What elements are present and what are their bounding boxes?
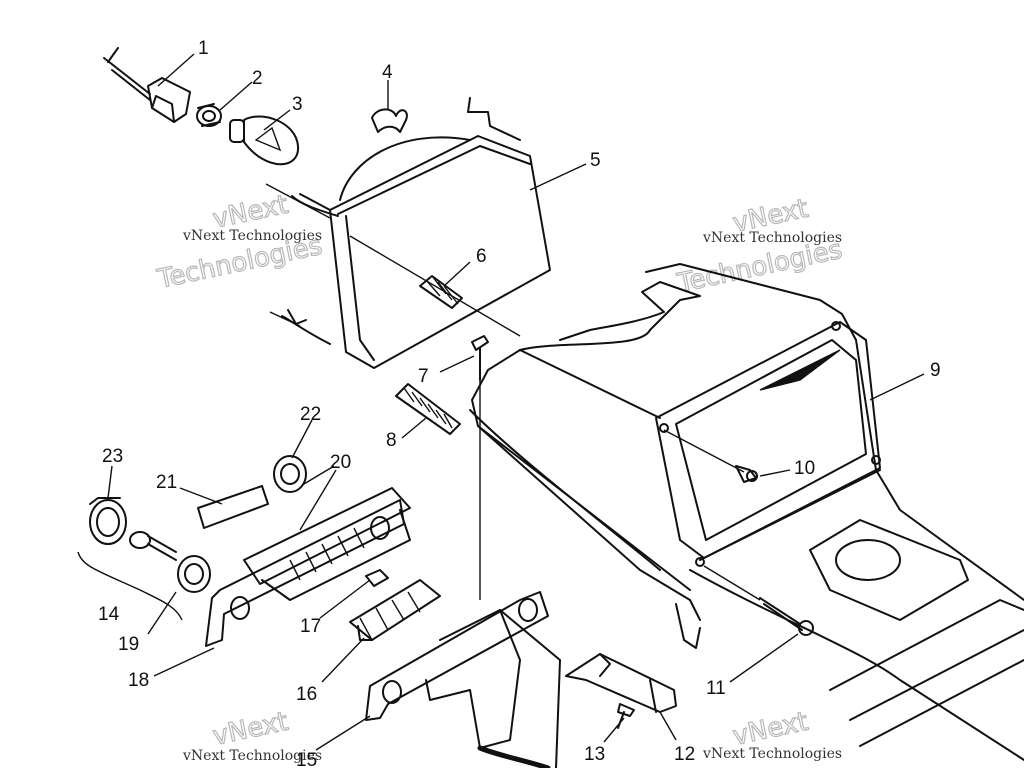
- part-20-switch-plate: [243, 487, 411, 601]
- part-19-ignition-switch: [177, 555, 211, 593]
- watermark-small: vNext Technologies: [182, 748, 322, 764]
- callout-2: 2: [252, 68, 263, 89]
- callout-6: 6: [476, 246, 487, 267]
- callout-21: 21: [156, 472, 177, 493]
- part-5-headlight-housing: [265, 97, 551, 369]
- part-1-wire-socket: [103, 47, 191, 123]
- part-15-bracket: [365, 591, 561, 771]
- callout-17: 17: [300, 616, 321, 637]
- part-8-grommet-strip: [395, 383, 461, 435]
- watermark-small: vNext Technologies: [702, 746, 842, 762]
- leader-lines: [107, 53, 925, 751]
- callout-8: 8: [386, 430, 397, 451]
- watermark-bottom-right: vNext vNext Technologies: [702, 706, 842, 762]
- callout-13: 13: [584, 744, 605, 765]
- callout-labels: 1 2 3 4 5 6 7 8 9 10 11 12 13 14 15 16 1…: [98, 38, 941, 771]
- part-key: [129, 531, 177, 561]
- part-17-pin: [365, 569, 389, 587]
- watermark-top-left: vNext Technologies vNext Technologies: [154, 189, 326, 296]
- callout-10: 10: [794, 458, 815, 479]
- part-10-screw: [663, 429, 758, 483]
- part-23-cap: [89, 497, 127, 545]
- callout-23: 23: [102, 446, 123, 467]
- part-14-group-brace: [77, 551, 183, 621]
- callout-7: 7: [418, 366, 429, 387]
- part-22-nut-ring: [273, 455, 307, 493]
- callout-20: 20: [330, 452, 351, 473]
- part-4-spring-clip: [371, 108, 408, 133]
- part-16-switch-block: [349, 579, 441, 641]
- callout-18: 18: [128, 670, 149, 691]
- part-11-screw: [703, 565, 814, 636]
- callout-1: 1: [198, 38, 209, 59]
- part-21-label: [197, 485, 269, 529]
- assembly-guide-line: [349, 235, 521, 337]
- callout-16: 16: [296, 684, 317, 705]
- part-12-connector: [565, 653, 677, 713]
- callout-12: 12: [674, 744, 695, 765]
- watermark-top-right: vNext Technologies vNext Technologies: [674, 193, 846, 300]
- watermark-small: vNext Technologies: [182, 228, 322, 244]
- watermark-small: vNext Technologies: [702, 230, 842, 246]
- callout-5: 5: [590, 150, 601, 171]
- callout-22: 22: [300, 404, 321, 425]
- callout-14: 14: [98, 604, 120, 625]
- callout-11: 11: [706, 678, 726, 699]
- watermark-big-line1: vNext: [210, 707, 291, 752]
- part-13-screw: [617, 703, 635, 729]
- part-9-dash-panel: [469, 263, 1024, 761]
- part-2-socket-ring: [196, 103, 222, 127]
- callout-9: 9: [930, 360, 941, 381]
- part-3-bulb: [229, 115, 300, 166]
- part-7-screw: [471, 335, 489, 381]
- callout-3: 3: [292, 94, 303, 115]
- part-6-grommet-strip: [419, 275, 463, 309]
- callout-4: 4: [382, 62, 393, 83]
- callout-19: 19: [118, 634, 139, 655]
- callout-15: 15: [296, 750, 317, 768]
